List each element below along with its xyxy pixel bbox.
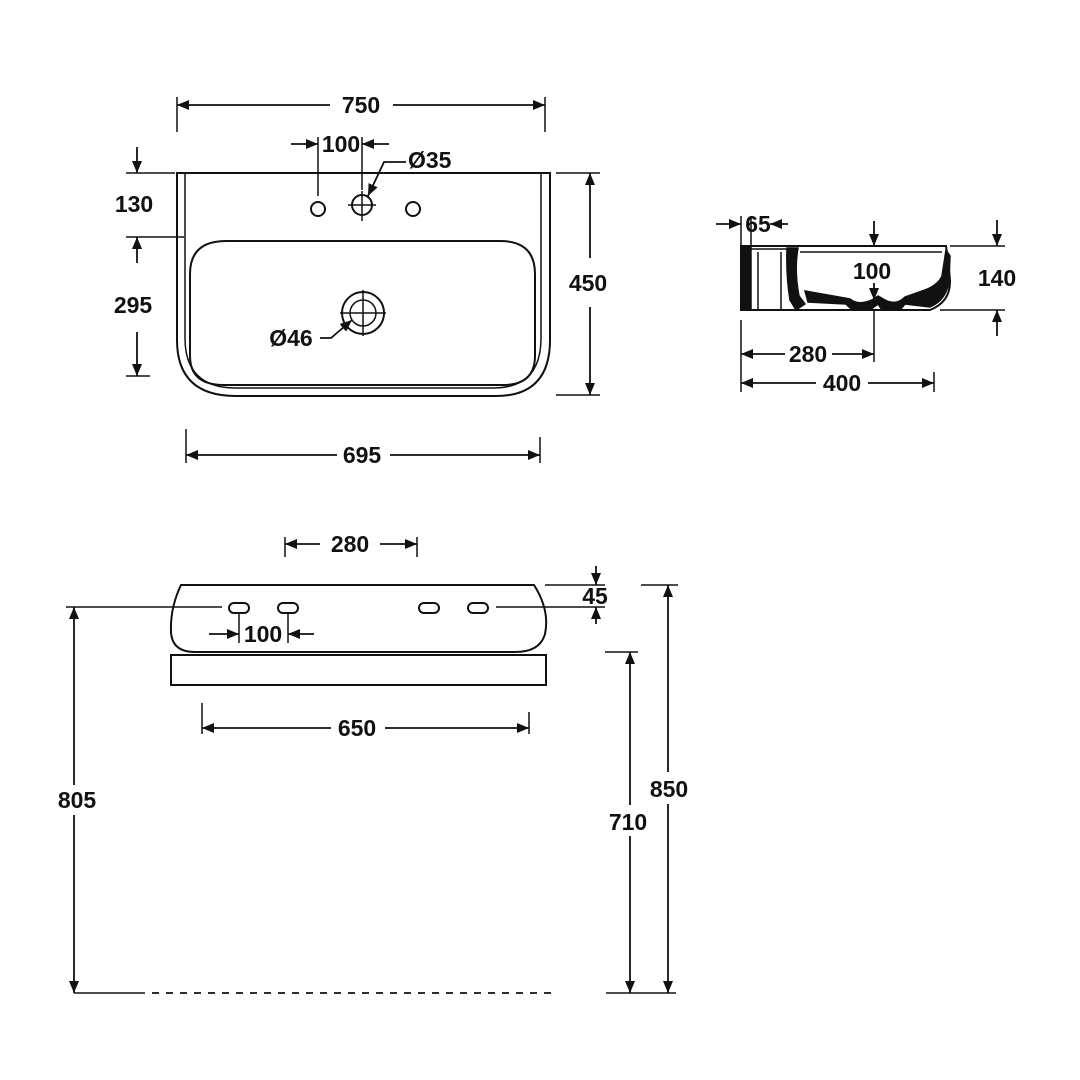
dim-tap-diameter: Ø35 (408, 147, 452, 173)
dim-bowl-depth: 295 (114, 292, 153, 318)
dim-bowl-width: 695 (343, 442, 382, 468)
dim-rim-height: 850 (650, 776, 688, 802)
dim-fixing-height: 805 (58, 787, 97, 813)
slot-3 (418, 602, 440, 614)
tap-hole-left (310, 201, 326, 217)
dim-side-height: 140 (978, 265, 1016, 291)
dim-slot-height: 45 (582, 583, 608, 609)
tap-hole-right (405, 201, 421, 217)
slot-1 (228, 602, 250, 614)
dim-side-wall: 65 (745, 211, 771, 237)
bowl-outline (189, 240, 536, 386)
support-board (170, 654, 547, 686)
side-wall-inner (786, 247, 807, 312)
slot-2 (277, 602, 299, 614)
dim-slot-spacing: 100 (244, 621, 282, 647)
side-view: 65 100 140 280 400 (716, 211, 1016, 396)
slot-4 (467, 602, 489, 614)
basin-rim-inner (184, 173, 542, 389)
dim-overall-depth: 450 (569, 270, 607, 296)
dim-tap-spacing: 100 (322, 131, 360, 157)
side-bowl-section (803, 247, 951, 311)
dim-side-drop: 100 (853, 258, 891, 284)
dim-back-depth: 130 (115, 191, 153, 217)
front-basin-outline (169, 584, 548, 653)
dim-bracket-spacing: 280 (331, 531, 369, 557)
dim-overall-width: 750 (342, 92, 380, 118)
dim-side-depth: 400 (823, 370, 861, 396)
top-view: 750 100 Ø35 130 295 450 Ø46 695 (114, 92, 607, 468)
dim-side-waste-offset: 280 (789, 341, 827, 367)
dim-support-width: 650 (338, 715, 376, 741)
front-view: 280 100 45 650 805 710 (58, 531, 688, 994)
side-back-wall (740, 245, 752, 311)
dim-support-height: 710 (609, 809, 647, 835)
dim-waste-diameter: Ø46 (269, 325, 312, 351)
basin-outline (176, 172, 551, 397)
